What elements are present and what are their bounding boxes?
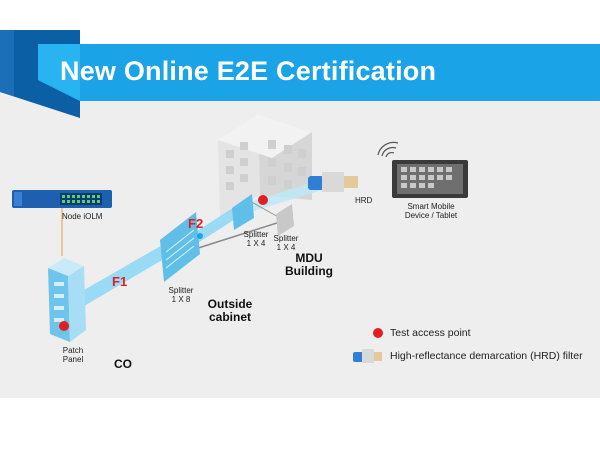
hrd-label: HRD	[355, 196, 373, 205]
legend-hrd-filter-icon	[353, 349, 382, 363]
splitter-1x4-back-label: Splitter 1 X 4	[270, 234, 302, 252]
patch-panel-label-line1: Patch	[62, 346, 84, 355]
outside-cabinet-label-line1: Outside	[207, 297, 253, 311]
legend-test-point-icon	[373, 328, 383, 338]
mdu-building-label-line1: MDU	[295, 251, 323, 265]
splitter-1x4-front-label-line1: Splitter	[243, 230, 269, 239]
splitter-1x4-front-label-line2: 1 X 4	[246, 239, 266, 248]
smart-mobile-label-line1: Smart Mobile	[407, 202, 455, 211]
test-point-icon	[59, 321, 69, 331]
splitter-1x8-label-line1: Splitter	[168, 286, 194, 295]
smart-mobile-label: Smart Mobile Device / Tablet	[393, 202, 469, 220]
splitter-1x4-front-label: Splitter 1 X 4	[240, 230, 272, 248]
splitter-icon	[232, 194, 254, 230]
title-banner	[0, 30, 600, 118]
patch-panel-label: Patch Panel	[58, 346, 88, 364]
node-iolm-device-icon	[12, 190, 112, 256]
smart-mobile-label-line2: Device / Tablet	[404, 211, 458, 220]
mdu-building-label-line2: Building	[285, 264, 333, 278]
splitter-icon	[276, 204, 294, 236]
splitter-1x8-label: Splitter 1 X 8	[165, 286, 197, 304]
splitter-1x8-label-line2: 1 X 8	[171, 295, 191, 304]
page-title: New Online E2E Certification	[60, 56, 437, 86]
outside-cabinet-label: Outside cabinet	[200, 298, 260, 324]
mdu-building-icon	[218, 114, 312, 218]
diagram-panel	[0, 46, 600, 398]
tablet-icon	[392, 160, 468, 198]
node-iolm-label: Node iOLM	[62, 212, 103, 221]
mdu-building-label: MDU Building	[280, 252, 338, 278]
splitter-icon	[160, 212, 200, 282]
patch-panel-label-line2: Panel	[62, 355, 84, 364]
wifi-icon	[377, 141, 399, 158]
legend-test-access-point: Test access point	[390, 327, 471, 339]
outside-cabinet-label-line2: cabinet	[208, 310, 251, 324]
splitter-1x4-back-label-line2: 1 X 4	[276, 243, 296, 252]
legend-hrd-filter: High-reflectance demarcation (HRD) filte…	[390, 350, 583, 362]
f2-label: F2	[188, 216, 204, 231]
test-point-icon	[258, 195, 268, 205]
splitter-1x4-back-label-line1: Splitter	[273, 234, 299, 243]
f1-label: F1	[112, 274, 128, 289]
co-label: CO	[114, 357, 132, 371]
hrd-filter-icon	[308, 172, 358, 192]
